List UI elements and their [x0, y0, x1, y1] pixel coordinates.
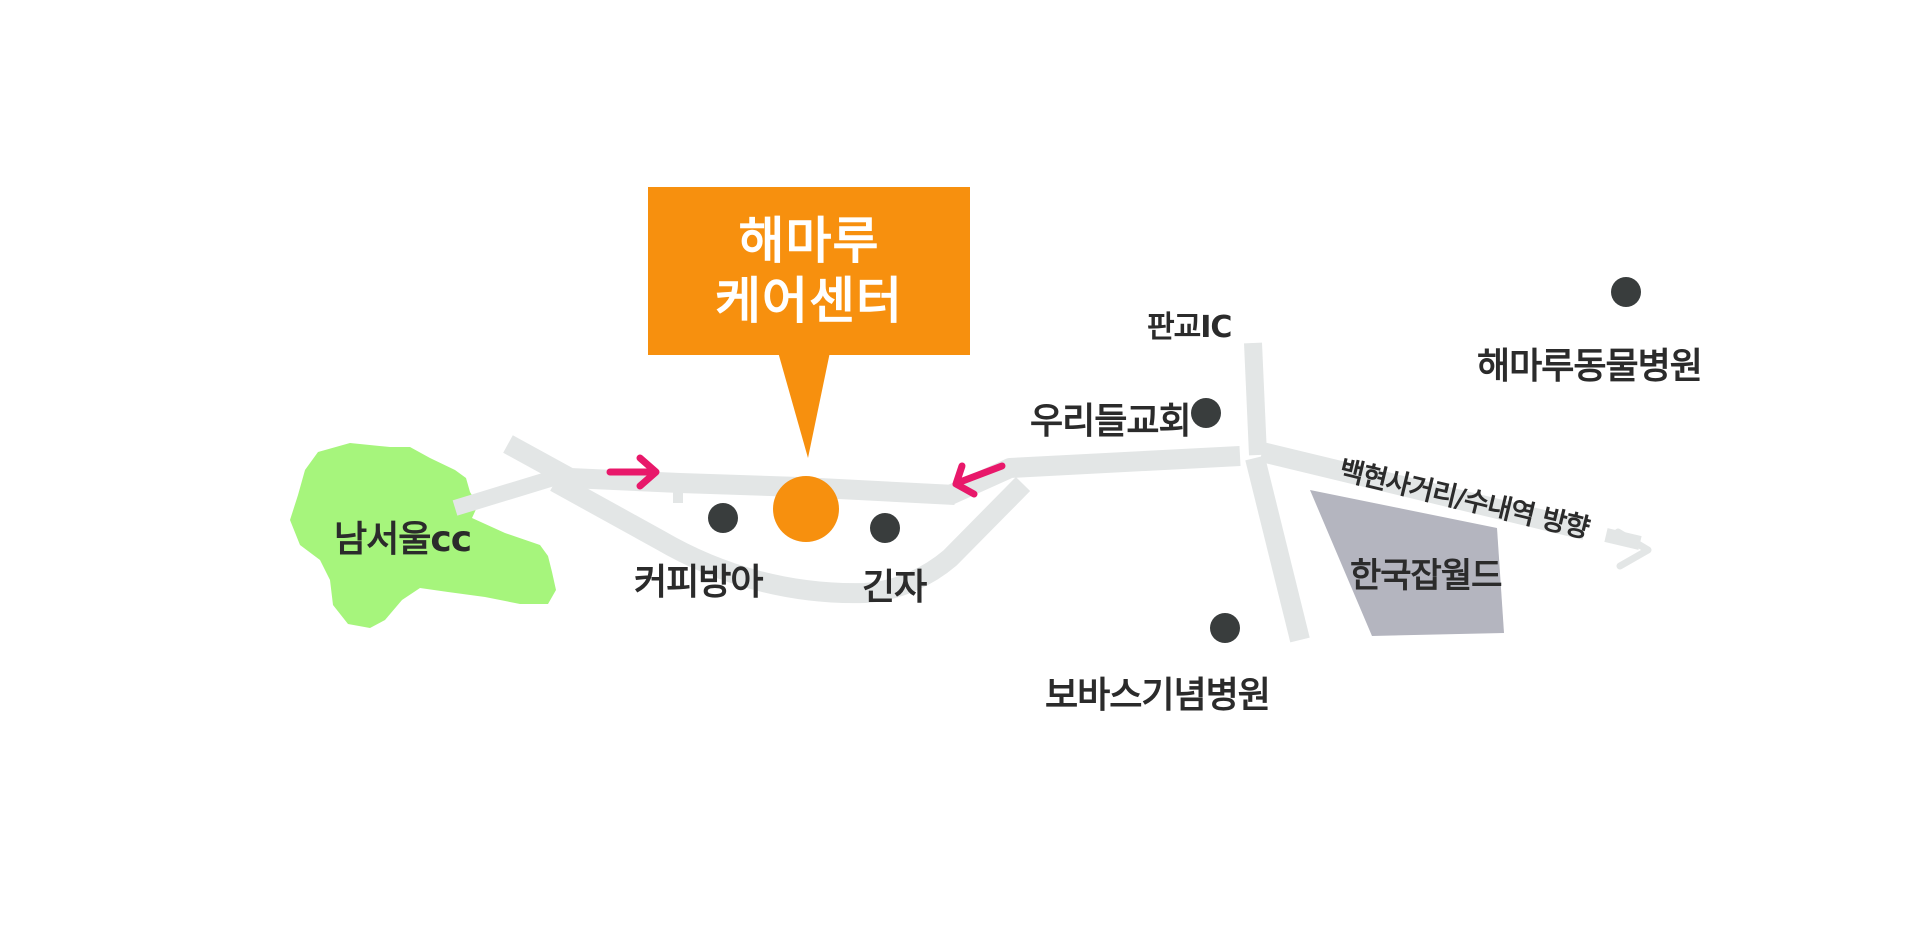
destination-callout[interactable]: 해마루 케어센터 [648, 187, 970, 355]
label-korea-job-world[interactable]: 한국잡월드 [1350, 556, 1502, 596]
road-south [1245, 455, 1310, 643]
destination-title-line2: 케어센터 [715, 272, 903, 330]
poi-dot-icon[interactable] [1210, 613, 1240, 643]
destination-title-line1: 해마루 [738, 212, 880, 270]
poi-dot-icon[interactable] [1611, 277, 1641, 307]
label-pangyo-ic[interactable]: 판교IC [1147, 310, 1232, 345]
road-namseoul-connector [452, 468, 563, 516]
callout-pointer [778, 352, 830, 458]
road-loop-lower [550, 473, 1031, 604]
label-namseoul-cc[interactable]: 남서울cc [334, 519, 472, 560]
direction-arrow-icon [1614, 528, 1652, 570]
park-area-namseoul-cc[interactable] [290, 443, 556, 628]
poi-dot-icon[interactable] [708, 503, 738, 533]
label-haemaru-animal-hospital[interactable]: 해마루동물병원 [1477, 346, 1703, 387]
building-korea-job-world[interactable] [1310, 490, 1504, 636]
poi-dot-icon[interactable] [1191, 398, 1221, 428]
label-coffee-bangah[interactable]: 커피방아 [634, 562, 763, 603]
road-baekhyeon [1259, 442, 1588, 540]
label-ginja[interactable]: 긴자 [862, 567, 927, 608]
road-pangyo-ic [1244, 342, 1267, 456]
label-bobath-hospital[interactable]: 보바스기념병원 [1045, 675, 1271, 716]
road-to-intersection [945, 446, 1241, 505]
label-urideul-church[interactable]: 우리들교회 [1030, 401, 1192, 442]
destination-marker[interactable] [773, 476, 839, 542]
route-arrow-icon [952, 462, 1006, 498]
route-arrow-icon [606, 454, 660, 490]
poi-dot-icon[interactable] [870, 513, 900, 543]
